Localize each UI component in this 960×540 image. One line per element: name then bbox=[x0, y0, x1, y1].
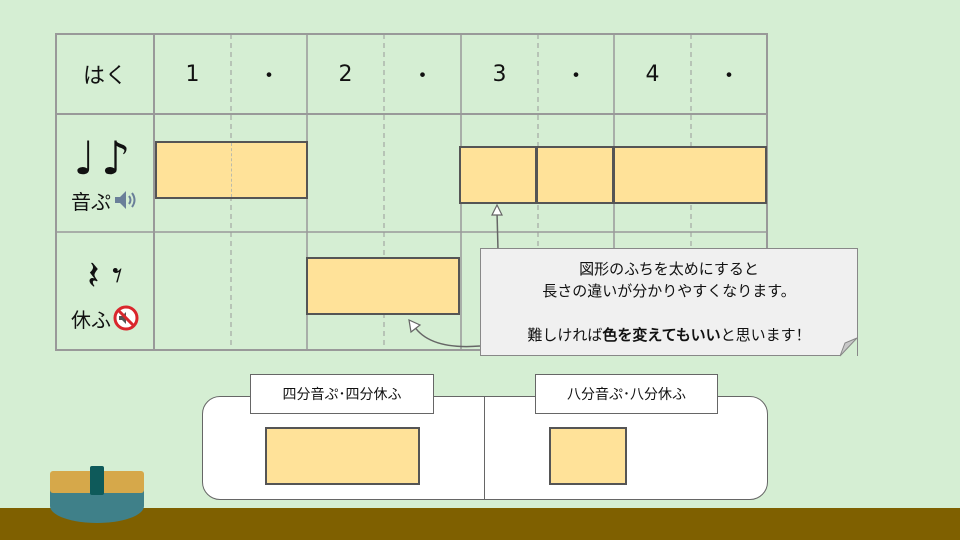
quarter-rest-box bbox=[306, 257, 460, 315]
beat-3-and: ・ bbox=[564, 64, 587, 89]
legend-quarter-label: 四分音ぷ･四分休ふ bbox=[250, 374, 434, 414]
beat-1-and: ・ bbox=[257, 64, 280, 89]
notes-label: 音ぷ bbox=[71, 189, 111, 214]
rests-caption: 休ふ bbox=[71, 304, 139, 333]
tip-callout: 図形のふちを太めにすると 長さの違いが分かりやすくなります。 難しければ色を変え… bbox=[480, 248, 858, 356]
rests-label: 休ふ bbox=[71, 307, 111, 332]
beat-4-and: ・ bbox=[717, 64, 740, 89]
tip-line-1: 図形のふちを太めにすると bbox=[579, 260, 759, 278]
tip-line-2: 長さの違いが分かりやすくなります。 bbox=[542, 282, 796, 300]
speaker-icon bbox=[115, 191, 136, 209]
mute-icon bbox=[113, 305, 139, 331]
rest-symbols: 𝄽 𝄾 bbox=[87, 252, 123, 299]
box-half-divider bbox=[231, 143, 232, 197]
notes-caption: 音ぷ bbox=[71, 186, 139, 215]
beat-3: 3 bbox=[492, 61, 507, 87]
legend-quarter-box bbox=[265, 427, 420, 485]
eighth-note-box-2 bbox=[536, 146, 614, 204]
quarter-note-box-beat4 bbox=[613, 146, 767, 204]
tip-line-3: 難しければ色を変えてもいいと思います！ bbox=[527, 326, 811, 344]
beat-2: 2 bbox=[338, 61, 353, 87]
beat-1: 1 bbox=[185, 61, 200, 87]
beat-header-label: はく bbox=[82, 64, 127, 89]
ground-strip bbox=[0, 508, 960, 540]
tip-emphasis: 色を変えてもいい bbox=[602, 326, 721, 344]
legend-divider bbox=[484, 397, 485, 500]
legend-eighth-box bbox=[549, 427, 627, 485]
notes-row-label: ♩♪ 音ぷ bbox=[56, 118, 154, 230]
beat-4: 4 bbox=[645, 61, 660, 87]
beat-2-and: ・ bbox=[411, 64, 434, 89]
note-symbols: ♩♪ bbox=[73, 130, 137, 185]
rests-row-label: 𝄽 𝄾 休ふ bbox=[56, 236, 154, 348]
legend-eighth-label: 八分音ぷ･八分休ふ bbox=[535, 374, 718, 414]
eighth-note-box-1 bbox=[459, 146, 537, 204]
